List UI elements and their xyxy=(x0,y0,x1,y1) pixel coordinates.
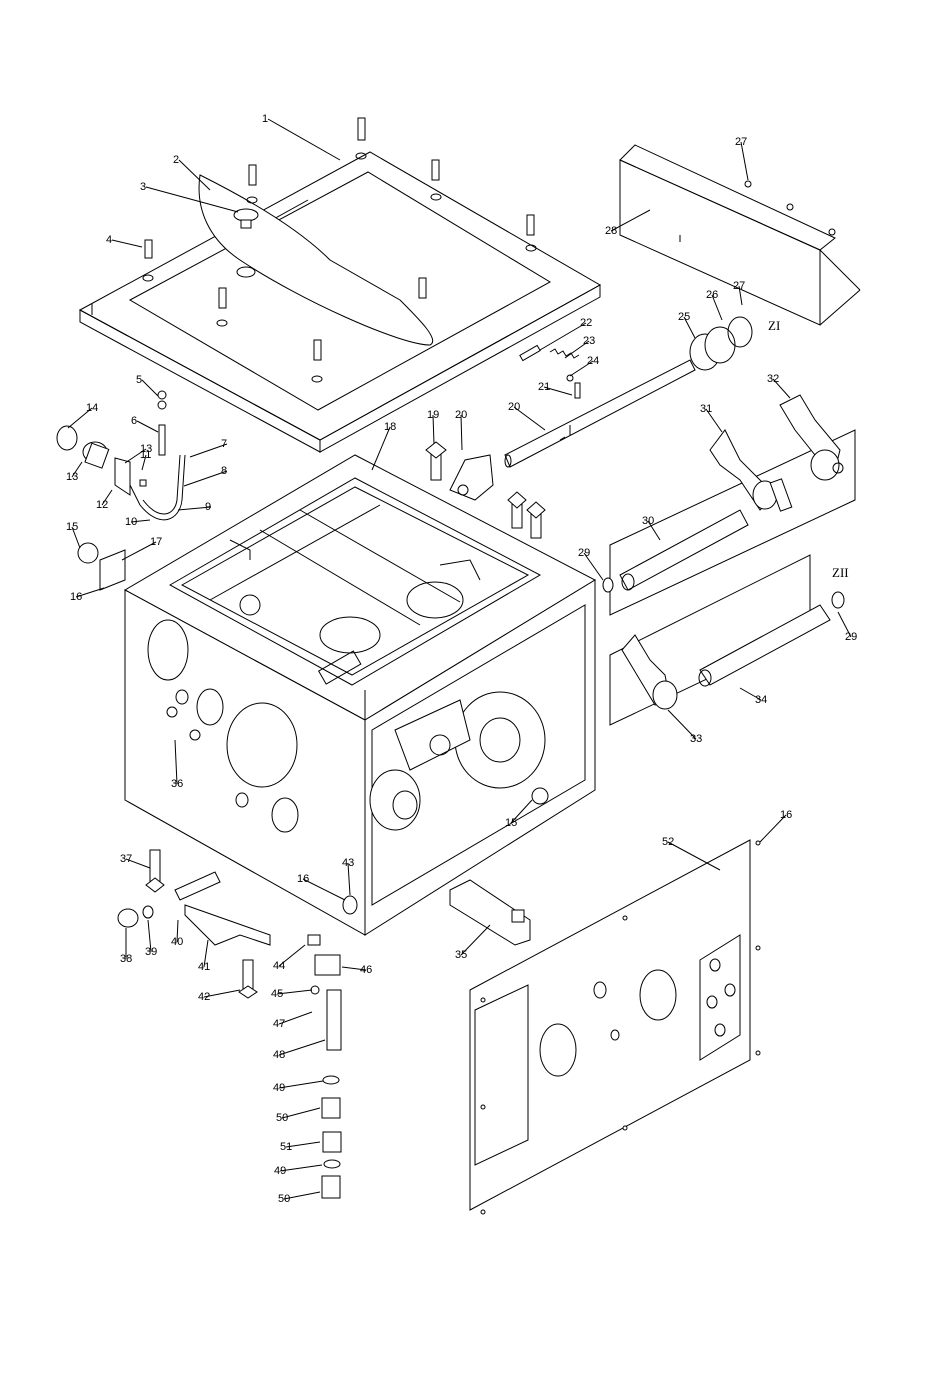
part-label: 24 xyxy=(587,355,599,367)
part-label: 10 xyxy=(125,516,137,528)
part-label: 42 xyxy=(198,991,210,1003)
part-label: 17 xyxy=(150,536,162,548)
part-label: 27 xyxy=(733,280,745,292)
part-label: 26 xyxy=(706,289,718,301)
part-label: 15 xyxy=(66,521,78,533)
leader-line xyxy=(668,842,720,870)
part-label: 51 xyxy=(280,1141,292,1153)
part-label: 41 xyxy=(198,961,210,973)
zone-label: ZII xyxy=(832,565,849,580)
part-label: 27 xyxy=(735,136,747,148)
bracket xyxy=(450,880,530,945)
leader-line xyxy=(372,427,390,470)
leader-line xyxy=(268,119,340,160)
part-label: 49 xyxy=(273,1082,285,1094)
part-label: 7 xyxy=(221,438,227,450)
part-label: 40 xyxy=(171,936,183,948)
part-label: 38 xyxy=(120,953,132,965)
leader-line xyxy=(137,421,158,432)
part-label: 15 xyxy=(505,817,517,829)
part-label: 33 xyxy=(690,733,702,745)
part-label: 13 xyxy=(66,471,78,483)
part-label: 52 xyxy=(662,836,674,848)
part-label: 20 xyxy=(455,409,467,421)
zone-one-forks xyxy=(603,395,855,615)
part-label: 1 xyxy=(262,113,268,125)
part-label: 44 xyxy=(273,960,285,972)
leader-line xyxy=(142,380,158,396)
leader-line xyxy=(279,1040,325,1055)
part-label: 31 xyxy=(700,403,712,415)
part-label: 9 xyxy=(205,501,211,513)
part-label: 34 xyxy=(755,694,767,706)
part-label: 50 xyxy=(278,1193,290,1205)
part-label: 35 xyxy=(455,949,467,961)
vertical-shaft-stack xyxy=(308,896,357,1198)
part-label: 2 xyxy=(173,154,179,166)
part-label: 47 xyxy=(273,1018,285,1030)
part-label: 22 xyxy=(580,317,592,329)
part-label: 37 xyxy=(120,853,132,865)
part-label: 23 xyxy=(583,335,595,347)
part-label: 50 xyxy=(276,1112,288,1124)
part-label: 28 xyxy=(605,225,617,237)
part-label: 20 xyxy=(508,401,520,413)
part-label: 12 xyxy=(96,499,108,511)
side-cover-plate xyxy=(470,840,760,1214)
part-label: 19 xyxy=(427,409,439,421)
leader-line xyxy=(280,1165,322,1171)
part-label: 32 xyxy=(767,373,779,385)
part-label: 8 xyxy=(221,465,227,477)
part-label: 16 xyxy=(70,591,82,603)
part-label: 36 xyxy=(171,778,183,790)
part-label: 25 xyxy=(678,311,690,323)
leader-line xyxy=(112,240,142,247)
part-label: 46 xyxy=(360,964,372,976)
part-label: 39 xyxy=(145,946,157,958)
gearbox-housing xyxy=(125,455,595,935)
part-label: 16 xyxy=(780,809,792,821)
part-label: 14 xyxy=(86,402,98,414)
part-label: 16 xyxy=(297,873,309,885)
part-label: 29 xyxy=(845,631,857,643)
guard-panel xyxy=(620,145,860,325)
part-label: 4 xyxy=(106,234,112,246)
part-label: 48 xyxy=(273,1049,285,1061)
zone-label: ZI xyxy=(768,318,780,333)
part-label: 30 xyxy=(642,515,654,527)
part-label: 45 xyxy=(271,988,283,1000)
part-label: 3 xyxy=(140,181,146,193)
leader-line xyxy=(179,160,210,190)
part-label: 43 xyxy=(342,857,354,869)
part-label: 6 xyxy=(131,415,137,427)
part-label: 5 xyxy=(136,374,142,386)
part-label: 18 xyxy=(384,421,396,433)
part-label: 29 xyxy=(578,547,590,559)
part-label: 21 xyxy=(538,381,550,393)
part-label: 13 xyxy=(140,443,152,455)
leader-line xyxy=(279,1081,323,1088)
part-label: 49 xyxy=(274,1165,286,1177)
